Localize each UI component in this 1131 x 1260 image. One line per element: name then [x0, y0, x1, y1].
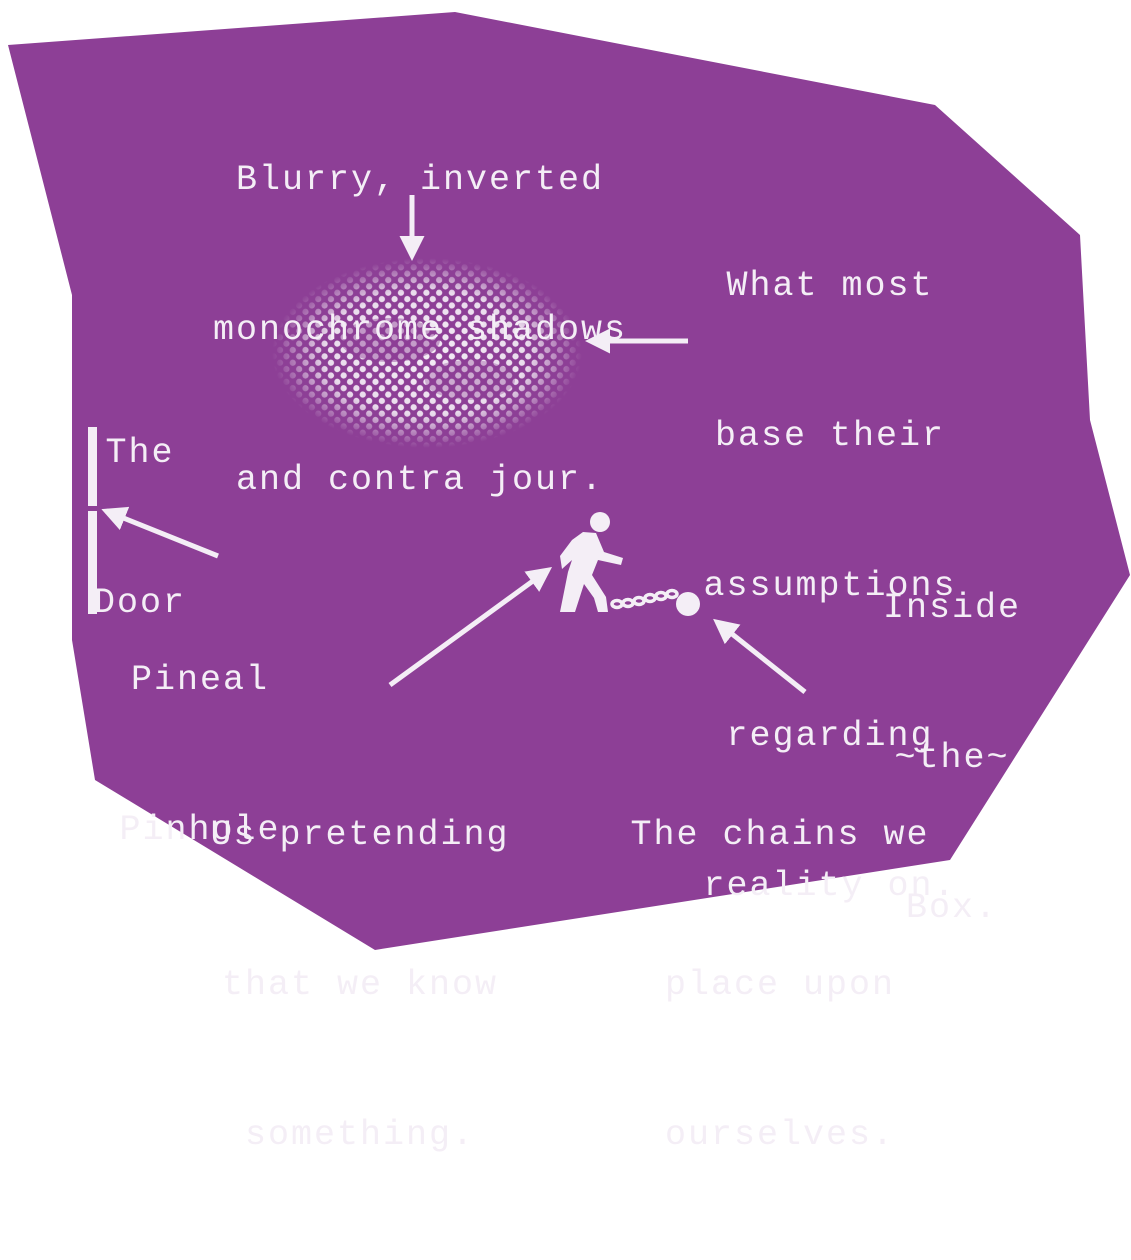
label-pretending-line-2: that we know	[135, 960, 585, 1010]
label-door-line-1: The	[60, 428, 220, 478]
diagram-canvas: Blurry, inverted monochrome shadows and …	[0, 0, 1131, 956]
label-chains-line-1: The chains we	[570, 810, 990, 860]
label-chains-line-3: ourselves.	[570, 1110, 990, 1160]
label-pretending: Us pretending that we know something.	[135, 710, 585, 1260]
label-pretending-line-3: something.	[135, 1110, 585, 1160]
label-assumptions-line-1: What most	[640, 261, 1020, 311]
label-box-line-1: Inside	[852, 583, 1052, 633]
label-chains: The chains we place upon ourselves.	[570, 710, 990, 1260]
label-assumptions-line-2: base their	[640, 411, 1020, 461]
label-chains-line-2: place upon	[570, 960, 990, 1010]
label-pineal-line-1: Pineal	[100, 655, 300, 705]
label-pretending-line-1: Us pretending	[135, 810, 585, 860]
